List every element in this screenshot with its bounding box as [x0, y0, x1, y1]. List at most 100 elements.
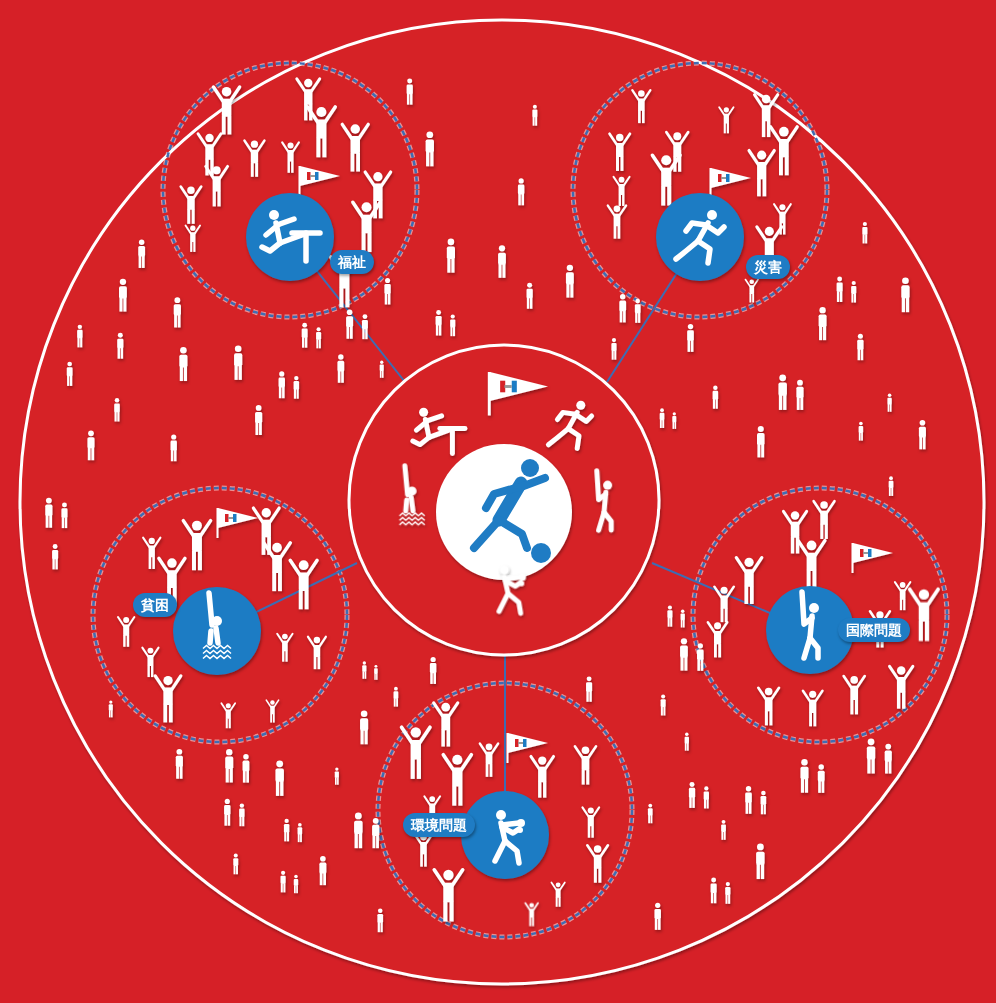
person-leg	[757, 444, 760, 457]
person-head	[362, 202, 372, 212]
person-leg	[410, 94, 412, 105]
person-head	[302, 323, 307, 328]
standing-person	[362, 661, 366, 679]
person-body	[279, 377, 285, 387]
person-leg	[779, 156, 783, 175]
person-body	[778, 383, 786, 396]
person-body	[532, 109, 537, 117]
person-head	[347, 309, 353, 315]
person-leg	[447, 258, 450, 272]
person-arms	[266, 700, 278, 707]
person-leg	[840, 291, 842, 302]
person-leg	[430, 672, 433, 684]
standing-person	[681, 609, 685, 627]
person-arms	[652, 155, 680, 170]
person-arms	[183, 521, 210, 536]
icon-limb	[502, 823, 519, 825]
standing-person	[224, 799, 230, 826]
flag-mark	[307, 172, 311, 180]
person-leg	[684, 657, 687, 671]
person-leg	[230, 768, 233, 782]
person-body	[384, 284, 390, 294]
icon-limb	[676, 241, 698, 259]
person-head	[407, 79, 412, 84]
person-body	[234, 353, 242, 366]
person-body	[52, 550, 58, 559]
person-leg	[115, 412, 117, 422]
icon-limb	[505, 841, 519, 863]
person-head	[850, 676, 858, 684]
topic-label: 貧困	[133, 593, 177, 617]
flag-mark	[512, 381, 517, 393]
person-leg	[818, 781, 821, 793]
person-leg	[819, 326, 822, 340]
person-head	[380, 361, 383, 364]
person-leg	[612, 350, 614, 359]
cheering-person	[783, 511, 806, 553]
person-leg	[407, 94, 409, 105]
person-leg	[530, 298, 532, 309]
standing-person	[901, 277, 909, 312]
cheering-person	[666, 132, 688, 171]
person-arms	[181, 187, 202, 198]
standing-person	[346, 309, 353, 338]
person-head	[262, 508, 271, 517]
person-body	[919, 427, 926, 438]
dashed-ring	[693, 488, 947, 742]
person-body	[335, 771, 339, 777]
person-arms	[551, 882, 564, 889]
person-leg	[288, 161, 290, 173]
person-body	[239, 809, 244, 817]
person-arms	[719, 107, 733, 115]
topic-circle: 国際問題	[765, 585, 855, 675]
person-body	[377, 914, 383, 923]
standing-person	[796, 380, 803, 410]
person-leg	[284, 832, 286, 842]
person-leg	[420, 854, 423, 867]
person-head	[852, 281, 856, 285]
person-leg	[351, 153, 355, 172]
person-leg	[298, 834, 300, 842]
person-head	[889, 476, 893, 480]
person-head	[62, 502, 67, 507]
icon-limb	[280, 235, 302, 243]
person-body	[138, 246, 145, 257]
person-leg	[614, 225, 617, 238]
cheering-person	[749, 151, 774, 197]
person-body	[819, 315, 827, 327]
person-arms	[531, 756, 554, 768]
person-body	[255, 412, 262, 423]
cheering-person	[608, 206, 626, 239]
person-arms	[159, 558, 185, 572]
person-leg	[174, 450, 176, 461]
icon-head	[419, 408, 428, 417]
person-arms	[206, 166, 228, 178]
person-head	[765, 688, 773, 696]
standing-person	[685, 733, 689, 751]
cheering-person	[745, 280, 758, 303]
person-leg	[355, 833, 358, 848]
person-body	[837, 282, 843, 291]
person-arms	[434, 703, 458, 716]
person-leg	[813, 712, 816, 726]
person-leg	[725, 608, 728, 622]
person-body	[672, 416, 676, 422]
cheering-person	[736, 558, 761, 604]
person-leg	[300, 834, 302, 842]
standing-person	[527, 283, 533, 309]
standing-person	[360, 710, 368, 744]
person-leg	[236, 865, 238, 874]
person-leg	[318, 656, 321, 669]
standing-person	[45, 498, 52, 528]
person-body	[761, 796, 767, 805]
person-leg	[919, 437, 922, 449]
person-body	[704, 791, 709, 799]
person-head	[681, 638, 687, 644]
person-head	[441, 703, 450, 712]
person-leg	[566, 284, 569, 298]
standing-person	[713, 386, 719, 409]
circle-outline	[245, 192, 335, 282]
icon-limb	[499, 593, 508, 611]
standing-person	[77, 325, 82, 348]
cheering-person	[221, 703, 235, 728]
